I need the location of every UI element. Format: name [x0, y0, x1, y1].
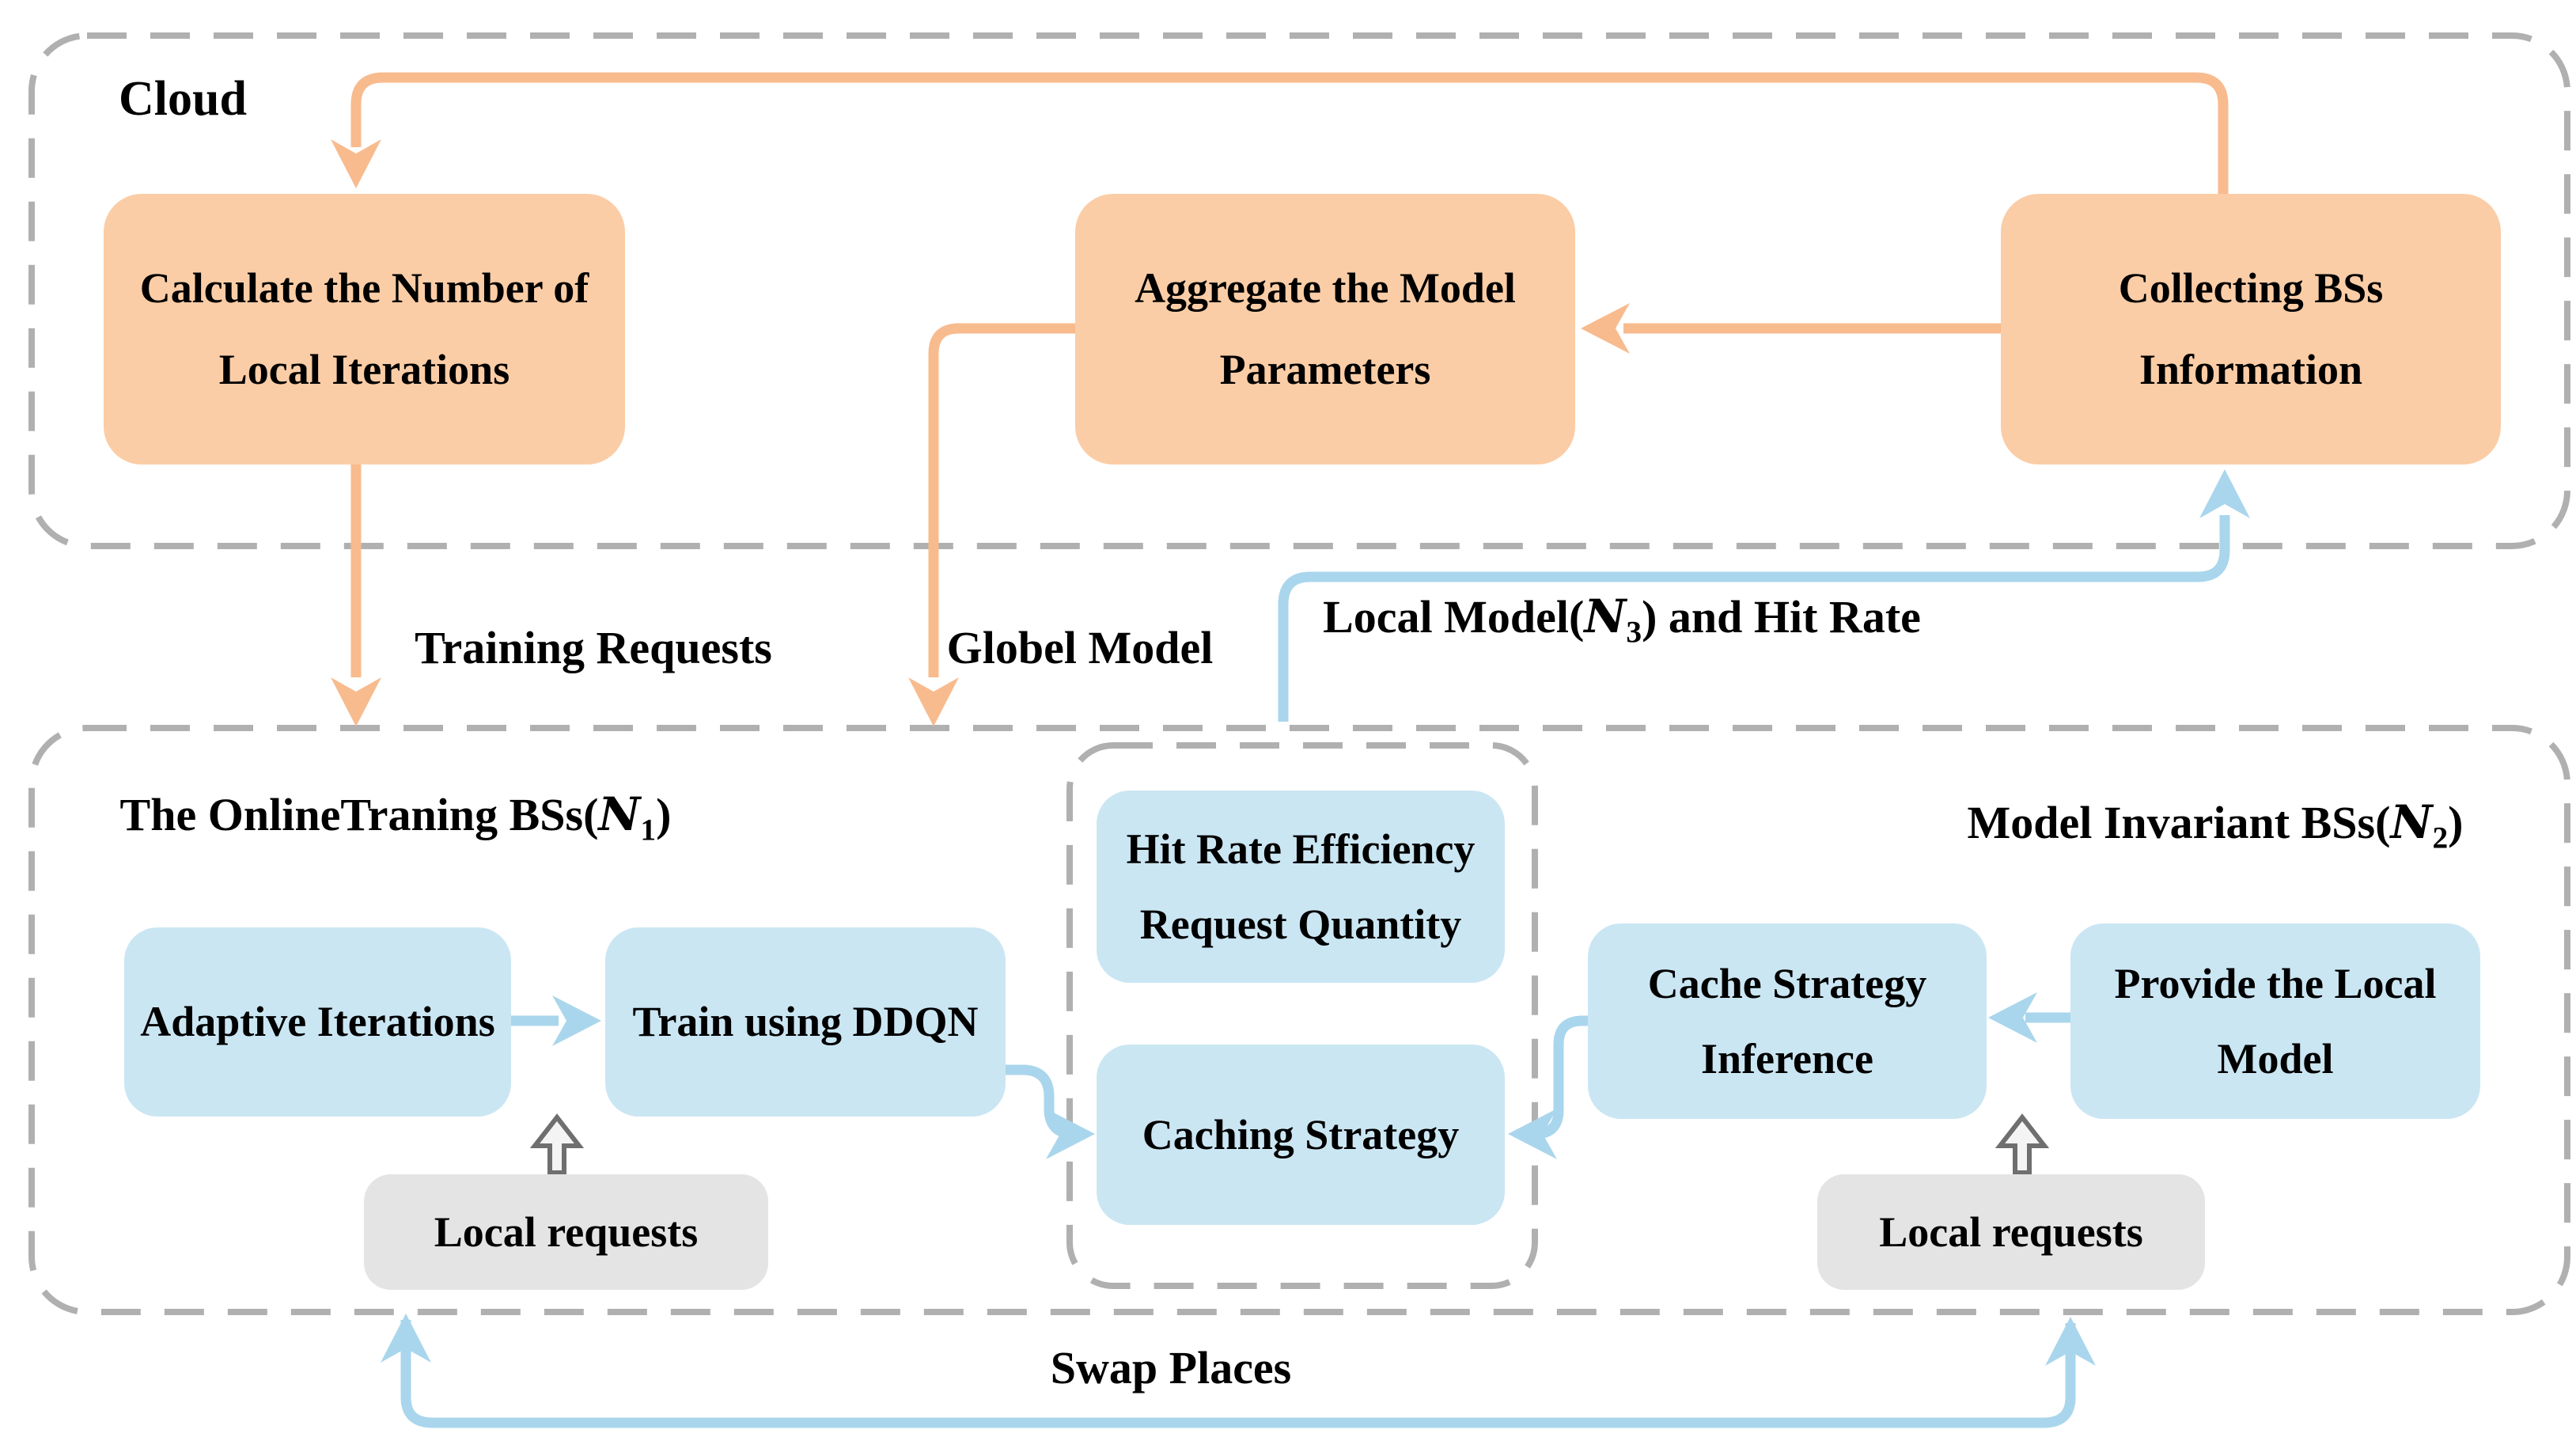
swap-places-label: Swap Places: [1050, 1342, 1292, 1393]
calculate-local-iterations-box: Calculate the Number of Local Iterations: [104, 194, 625, 464]
label-part: Local Model(: [1323, 591, 1585, 643]
box-text-line: Calculate the Number of: [139, 264, 589, 313]
globel-model-label: Globel Model: [946, 622, 1214, 673]
cache-to-caching-arrowhead-icon: [1508, 1109, 1557, 1159]
provide-to-cache-arrowhead-icon: [1988, 992, 2037, 1043]
bs-container-border: [28, 725, 2570, 1315]
box-text-line: Parameters: [1219, 346, 1431, 393]
feedback-loop-line: [350, 72, 2229, 194]
heading-var: N: [2390, 795, 2433, 849]
cache-strategy-inference-box: Cache Strategy Inference: [1588, 923, 1987, 1119]
cloud-container-border: [28, 32, 2570, 549]
heading-subscript: 1: [640, 812, 657, 847]
box-text-line: Local requests: [1879, 1208, 2143, 1256]
local-requests-box-left: Local requests: [364, 1174, 768, 1290]
label-subscript: 3: [1626, 614, 1642, 650]
training-requests-arrowhead-icon: [331, 677, 381, 726]
swap-places-line: [400, 1320, 2076, 1428]
local-model-hitrate-line: [1278, 515, 2230, 722]
middle-subcontainer-border: [1066, 742, 1538, 1289]
cache-to-caching-line: [1525, 1015, 1588, 1139]
hit-rate-efficiency-box: Hit Rate Efficiency Request Quantity: [1097, 791, 1505, 983]
box-text-line: Collecting BSs: [2118, 264, 2384, 313]
box-text-line: Hit Rate Efficiency: [1126, 825, 1476, 873]
heading-part: ): [656, 789, 672, 840]
label-part: ) and Hit Rate: [1642, 591, 1921, 643]
heading-var: N: [598, 787, 641, 841]
train-to-caching-arrowhead-icon: [1046, 1109, 1095, 1159]
provide-local-model-box: Provide the Local Model: [2070, 923, 2480, 1119]
box-text-line: Local requests: [434, 1208, 699, 1256]
swap-places-left-arrowhead-icon: [381, 1314, 431, 1363]
box-text-line: Train using DDQN: [632, 998, 979, 1046]
swap-places-right-arrowhead-icon: [2045, 1317, 2096, 1366]
local-requests-up-arrow-left-icon: [529, 1113, 585, 1175]
heading-part: Model Invariant BSs(: [1967, 797, 2391, 848]
train-using-ddqn-box: Train using DDQN: [605, 927, 1006, 1117]
adaptive-iterations-box: Adaptive Iterations: [124, 927, 511, 1117]
box-text-line: Adaptive Iterations: [140, 998, 495, 1046]
local-model-hitrate-label: Local Model(N3) and Hit Rate: [1305, 590, 1938, 647]
collecting-bs-information-box: Collecting BSs Information: [2001, 194, 2501, 464]
box-text-line: Model: [2217, 1034, 2334, 1083]
box-text-line: Cache Strategy: [1647, 960, 1927, 1007]
box-text-line: Information: [2139, 346, 2362, 393]
globel-model-line: [928, 323, 1075, 677]
feedback-loop-arrowhead-icon: [331, 139, 381, 188]
aggregate-model-parameters-box: Aggregate the Model Parameters: [1075, 194, 1575, 464]
heading-subscript: 2: [2432, 820, 2449, 855]
local-model-hitrate-arrowhead-icon: [2199, 469, 2250, 518]
local-requests-up-arrow-right-icon: [1995, 1113, 2050, 1175]
box-text-line: Provide the Local: [2114, 960, 2437, 1007]
training-requests-label: Training Requests: [415, 622, 772, 673]
cloud-group-label: Cloud: [119, 72, 247, 126]
caching-strategy-box: Caching Strategy: [1097, 1045, 1505, 1225]
model-invariant-group-heading: Model Invariant BSs(N2): [1938, 795, 2492, 853]
online-training-group-heading: The OnlineTraning BSs(N1): [119, 787, 672, 845]
box-text-line: Inference: [1701, 1034, 1873, 1083]
label-var: N: [1584, 590, 1627, 643]
box-text-line: Caching Strategy: [1142, 1110, 1460, 1158]
box-text-line: Request Quantity: [1139, 900, 1462, 948]
heading-part: ): [2448, 797, 2464, 848]
box-text-line: Local Iterations: [218, 346, 510, 393]
adaptive-to-train-arrowhead-icon: [552, 995, 601, 1046]
heading-part: The OnlineTraning BSs(: [119, 789, 599, 840]
box-text-line: Aggregate the Model: [1135, 264, 1516, 313]
collecting-to-aggregate-arrowhead-icon: [1581, 303, 1630, 354]
globel-model-arrowhead-icon: [908, 677, 959, 726]
local-requests-box-right: Local requests: [1817, 1174, 2205, 1290]
